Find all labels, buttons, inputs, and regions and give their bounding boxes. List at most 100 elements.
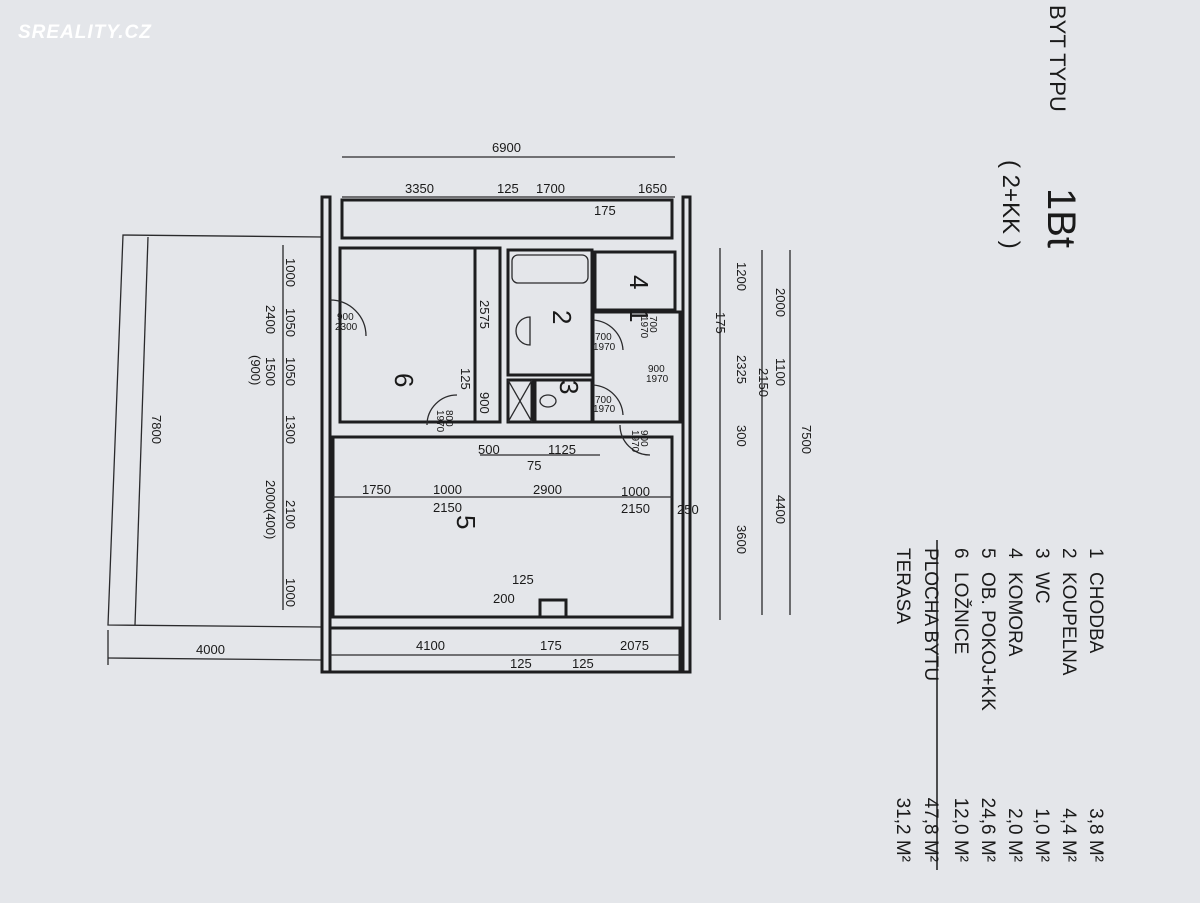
dimension-lines (282, 156, 791, 656)
dimension-label: 900 (477, 392, 492, 414)
dimension-label: 2000(400) (263, 480, 278, 539)
dimension-label: 900 (648, 364, 665, 375)
dimension-label: 1970 (593, 342, 616, 353)
dimension-label: 75 (527, 458, 541, 473)
dimension-label: 700 (595, 332, 612, 343)
sink-icon (515, 316, 531, 346)
dimension-label: 125 (510, 656, 532, 671)
sreality-logo: SREALITY.CZ (18, 22, 152, 43)
dimension-label: 3350 (405, 181, 434, 196)
dimension-label: 1300 (283, 415, 298, 444)
room-label-5: 5 (451, 515, 481, 529)
dimension-label: 2 (1058, 548, 1079, 559)
dimension-label: 1750 (362, 482, 391, 497)
dimension-label: PLOCHA BYTU (920, 548, 941, 681)
dimension-label: 4400 (773, 495, 788, 524)
dimension-label: 175 (594, 203, 616, 218)
dimension-label: (900) (248, 355, 263, 385)
dimension-label: 200 (493, 591, 515, 606)
dimension-label: 1000 (621, 484, 650, 499)
dimension-label: 5 (977, 548, 998, 559)
dimension-label: 1125 (548, 442, 576, 457)
dimension-label: 1970 (629, 430, 640, 453)
dimension-label: 4100 (416, 638, 445, 653)
dimension-label: OB. POKOJ+KK (977, 572, 998, 711)
dimension-label: 1000 (433, 482, 462, 497)
room-label-6: 6 (389, 373, 419, 387)
dimension-label: CHODBA (1085, 572, 1106, 654)
dimension-label: KOUPELNA (1058, 572, 1079, 676)
dimension-label: 4 (1004, 548, 1025, 559)
dimension-label: 2400 (263, 305, 278, 334)
dimension-label: KOMORA (1004, 572, 1025, 657)
legend-row: 5OB. POKOJ+KK 24,6 M² (977, 548, 998, 862)
plan-title: BYT TYPU 1Bt ( 2+KK ) (997, 5, 1083, 249)
dimension-label: 31,2 M² (892, 798, 913, 862)
dimension-label: 4,4 M² (1058, 808, 1079, 862)
toilet-icon (539, 394, 557, 408)
dimension-label: 125 (497, 181, 519, 196)
dimension-label: 900 (337, 312, 354, 323)
dimension-label: ( 2+KK ) (997, 160, 1024, 249)
dimension-label: 2150 (756, 368, 771, 397)
legend-row: 3WC 1,0 M² (1031, 548, 1052, 862)
legend-total-row: TERASA 31,2 M² (892, 548, 913, 862)
room-label-3: 3 (554, 380, 584, 394)
dimension-label: 1000 (283, 578, 298, 607)
room-labels: 1 2 3 4 5 6 (389, 275, 654, 529)
dimension-label: 24,6 M² (977, 798, 998, 862)
terrace (107, 234, 323, 665)
dimension-label: 2000 (773, 288, 788, 317)
dimension-label: 1 (1085, 548, 1106, 559)
dimension-label: LOŽNICE (950, 572, 972, 654)
dimension-label: 1100 (773, 358, 788, 386)
dimension-label: 175 (540, 638, 562, 653)
dimension-label: 1200 (734, 262, 749, 291)
room-label-2: 2 (547, 310, 577, 324)
dimension-label: 3,8 M² (1085, 808, 1106, 862)
bathtub-icon (511, 254, 589, 284)
dimension-label: 300 (734, 425, 749, 447)
dimension-label: 1970 (646, 374, 669, 385)
dimension-label: 2300 (335, 322, 358, 333)
dimension-label: 2075 (620, 638, 649, 653)
dimension-label: 700 (595, 395, 612, 406)
dimension-label: 3 (1031, 548, 1052, 559)
dimension-label: 900 (638, 430, 649, 447)
room-label-1: 1 (624, 308, 654, 322)
dimension-label: WC (1031, 572, 1052, 604)
walls (320, 195, 692, 674)
dimension-label: 175 (713, 312, 728, 334)
dimension-label: 6900 (492, 140, 521, 155)
dimension-label: 2,0 M² (1004, 808, 1025, 862)
dimension-label: 1050 (283, 357, 298, 386)
dimension-label: 47,8 M² (920, 798, 941, 862)
dimension-label: TERASA (892, 548, 913, 624)
dimension-label: 7800 (149, 415, 164, 444)
dimension-label: 1Bt (1039, 188, 1083, 248)
dimension-label: 2575 (477, 300, 492, 329)
dimension-label: 1700 (536, 181, 565, 196)
dimension-label: 125 (512, 572, 534, 587)
dimension-label: 1050 (283, 308, 298, 337)
dimension-label: BYT TYPU (1045, 5, 1070, 112)
dimension-label: 6 (950, 548, 971, 559)
dimension-label: 250 (677, 502, 699, 517)
dimension-label: 2900 (533, 482, 562, 497)
dimension-label: 4000 (196, 642, 225, 657)
room-label-4: 4 (624, 275, 654, 289)
dimension-label: 1970 (638, 316, 649, 339)
door-arc (329, 299, 367, 337)
dimension-label: 3600 (734, 525, 749, 554)
dimension-label: 1650 (638, 181, 667, 196)
dimension-label: 1,0 M² (1031, 808, 1052, 862)
dimension-label: 700 (647, 316, 658, 333)
room-1-outline (591, 310, 682, 424)
dimension-label: 1000 (283, 258, 298, 287)
